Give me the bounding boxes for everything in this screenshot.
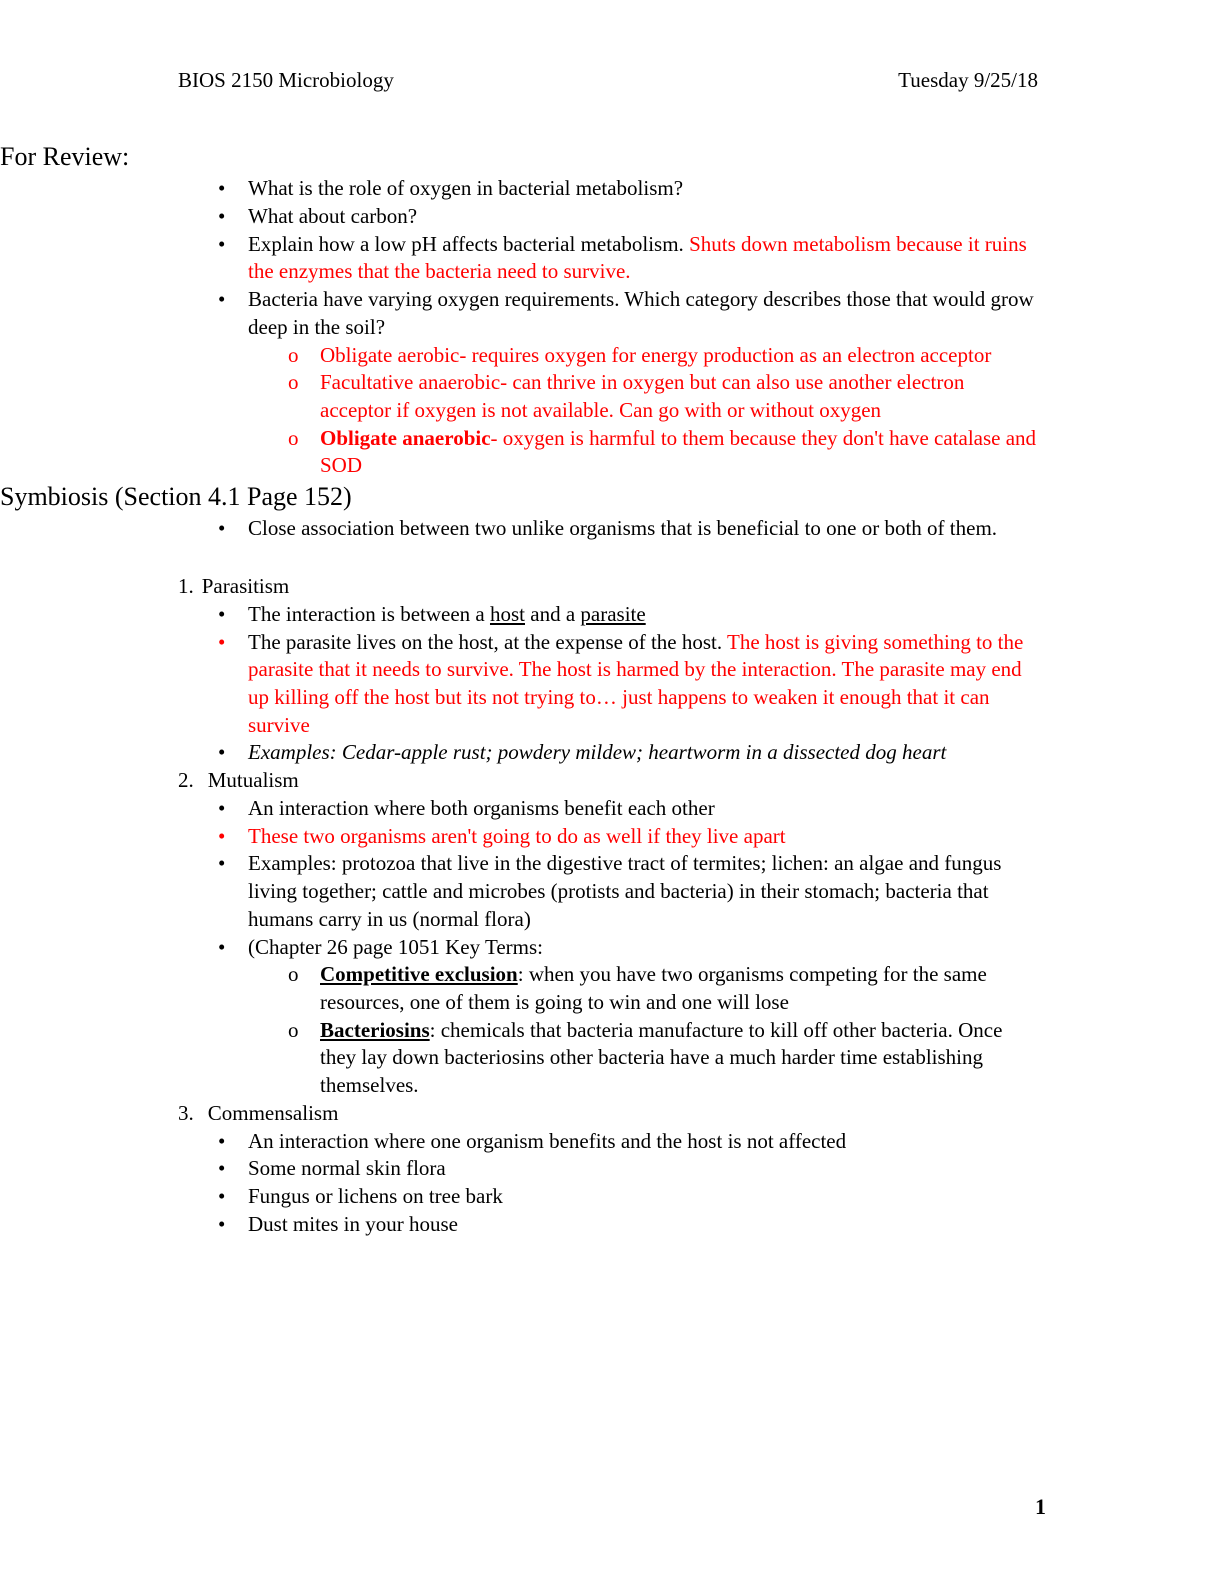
- list-number: 3.: [178, 1100, 194, 1125]
- list-item-text: The parasite lives on the host, at the e…: [248, 629, 1038, 740]
- list-item-text: Examples: protozoa that live in the dige…: [248, 851, 1002, 931]
- bullet-disc-icon: [218, 1128, 248, 1156]
- spacer: [0, 543, 1224, 573]
- list-item: Dust mites in your house: [218, 1211, 1224, 1239]
- number-gap: [194, 767, 208, 795]
- sub-list-item: Facultative anaerobic- can thrive in oxy…: [288, 369, 1224, 424]
- list-item: Examples: Cedar-apple rust; powdery mild…: [218, 739, 1224, 767]
- sub-list-item: Obligate anaerobic- oxygen is harmful to…: [288, 425, 1224, 480]
- list-item: The interaction is between a host and a …: [218, 601, 1224, 629]
- list-item: These two organisms aren't going to do a…: [218, 823, 1224, 851]
- section-heading-for-review: For Review:: [0, 142, 130, 171]
- number-gap: [194, 573, 202, 601]
- answer-annotation-text: These two organisms aren't going to do a…: [248, 823, 786, 848]
- question-text: Explain how a low pH affects bacterial m…: [248, 231, 690, 256]
- numbered-item-commensalism: 3. Commensalism: [178, 1100, 1224, 1128]
- list-item: (Chapter 26 page 1051 Key Terms:: [218, 934, 1224, 962]
- list-item-text: Close association between two unlike org…: [248, 516, 998, 541]
- sub-list-item-text: Bacteriosins: chemicals that bacteria ma…: [320, 1017, 1040, 1100]
- answer-annotation-text: Shuts down metabolism because it ruins t…: [248, 231, 1027, 284]
- list-number: 2.: [178, 768, 194, 793]
- term-definition: - oxygen is harmful to them because they…: [320, 425, 1037, 478]
- answer-annotation-text: The host is giving something to the para…: [248, 629, 1024, 737]
- sub-list-item: Obligate aerobic- requires oxygen for en…: [288, 342, 1224, 370]
- key-term-definition: : when you have two organisms competing …: [320, 962, 987, 1014]
- text-fragment: and a: [525, 601, 581, 626]
- bullet-circle-icon: [288, 342, 320, 370]
- list-item-text-examples: Examples: Cedar-apple rust; powdery mild…: [248, 740, 947, 765]
- key-term-competitive-exclusion: Competitive exclusion: [320, 962, 518, 987]
- sub-list-item-text: Facultative anaerobic- can thrive in oxy…: [320, 370, 965, 423]
- numbered-item-mutualism: 2. Mutualism: [178, 767, 1224, 795]
- numbered-item-parasitism: 1. Parasitism: [178, 573, 1224, 601]
- list-item-text: (Chapter 26 page 1051 Key Terms:: [248, 934, 543, 959]
- bullet-circle-icon: [288, 961, 320, 989]
- sub-list-item-text: Obligate anaerobic- oxygen is harmful to…: [320, 425, 1040, 480]
- list-item-text: Some normal skin flora: [248, 1156, 446, 1181]
- underlined-term-host: host: [489, 601, 525, 626]
- bullet-disc-icon: [218, 1183, 248, 1211]
- sub-list-item: Competitive exclusion: when you have two…: [288, 961, 1224, 1016]
- bullet-disc-icon: [218, 629, 248, 657]
- key-term-bacteriosins: Bacteriosins: [320, 1017, 430, 1042]
- list-item: Fungus or lichens on tree bark: [218, 1183, 1224, 1211]
- page-number: 1: [1035, 1494, 1046, 1519]
- numbered-item-label: Parasitism: [201, 574, 290, 599]
- list-item-text: An interaction where one organism benefi…: [248, 1128, 847, 1153]
- list-item-text: Bacteria have varying oxygen requirement…: [248, 287, 1034, 339]
- list-item-text: An interaction where both organisms bene…: [248, 795, 715, 820]
- list-item-text: Fungus or lichens on tree bark: [248, 1183, 503, 1208]
- sub-list-item-text: Competitive exclusion: when you have two…: [320, 961, 1040, 1016]
- numbered-item-label: Commensalism: [207, 1100, 339, 1125]
- list-item: Explain how a low pH affects bacterial m…: [218, 231, 1224, 286]
- text-fragment: The parasite lives on the host, at the e…: [248, 629, 727, 654]
- document-body: For Review: What is the role of oxygen i…: [0, 140, 1224, 1238]
- list-item: What about carbon?: [218, 203, 1224, 231]
- bullet-disc-icon: [218, 175, 248, 203]
- list-item: An interaction where both organisms bene…: [218, 795, 1224, 823]
- bullet-disc-icon: [218, 286, 248, 314]
- list-item: Some normal skin flora: [218, 1155, 1224, 1183]
- list-item-text: Dust mites in your house: [248, 1211, 458, 1236]
- term-emphasis: Obligate anaerobic: [320, 425, 491, 450]
- list-item-text: What about carbon?: [248, 203, 418, 228]
- key-term-definition: : chemicals that bacteria manufacture to…: [320, 1017, 1003, 1098]
- bullet-circle-icon: [288, 369, 320, 397]
- bullet-disc-icon: [218, 515, 248, 543]
- bullet-disc-icon: [218, 203, 248, 231]
- bullet-disc-icon: [218, 601, 248, 629]
- numbered-item-label: Mutualism: [207, 768, 299, 793]
- bullet-circle-icon: [288, 425, 320, 453]
- number-gap: [194, 1100, 208, 1128]
- text-fragment: The interaction is between a: [248, 601, 490, 626]
- document-header: BIOS 2150 Microbiology Tuesday 9/25/18: [178, 68, 1038, 93]
- header-course-title: BIOS 2150 Microbiology: [178, 68, 394, 92]
- underlined-term-parasite: parasite: [580, 601, 646, 626]
- bullet-disc-icon: [218, 231, 248, 259]
- list-item-text: Explain how a low pH affects bacterial m…: [248, 231, 1038, 286]
- bullet-circle-icon: [288, 1017, 320, 1045]
- bullet-disc-icon: [218, 1211, 248, 1239]
- bullet-disc-icon: [218, 1155, 248, 1183]
- bullet-disc-icon: [218, 739, 248, 767]
- bullet-disc-icon: [218, 934, 248, 962]
- bullet-disc-icon: [218, 850, 248, 878]
- list-item-text: The interaction is between a host and a …: [248, 601, 1038, 629]
- bullet-disc-icon: [218, 795, 248, 823]
- list-item: The parasite lives on the host, at the e…: [218, 629, 1224, 740]
- sub-list-item: Bacteriosins: chemicals that bacteria ma…: [288, 1017, 1224, 1100]
- header-date: Tuesday 9/25/18: [898, 68, 1038, 92]
- bullet-disc-icon: [218, 823, 248, 851]
- list-item: Examples: protozoa that live in the dige…: [218, 850, 1224, 933]
- list-item: Close association between two unlike org…: [218, 515, 1224, 543]
- list-item: An interaction where one organism benefi…: [218, 1128, 1224, 1156]
- list-item-text: What is the role of oxygen in bacterial …: [248, 176, 684, 201]
- list-number: 1.: [178, 574, 194, 599]
- list-item: What is the role of oxygen in bacterial …: [218, 175, 1224, 203]
- sub-list-item-text: Obligate aerobic- requires oxygen for en…: [320, 342, 992, 367]
- section-heading-symbiosis: Symbiosis (Section 4.1 Page 152): [0, 482, 352, 512]
- list-item: Bacteria have varying oxygen requirement…: [218, 286, 1224, 341]
